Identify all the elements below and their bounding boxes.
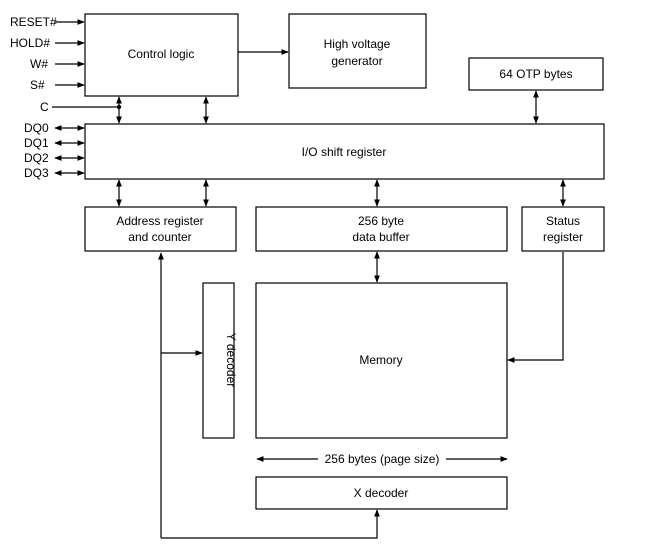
signal-hold-label: HOLD# [10, 36, 50, 50]
page-size-label: 256 bytes (page size) [325, 452, 440, 466]
address-to-x-decoder-arrow [161, 509, 380, 539]
signal-dq2-label: DQ2 [24, 151, 49, 165]
y-decoder-block [202, 282, 235, 439]
signal-c-label: C [40, 100, 49, 114]
control-logic-block [84, 13, 239, 97]
signal-dq0-label: DQ0 [24, 121, 49, 135]
signal-s-label: S# [30, 78, 45, 92]
x-decoder-block [255, 476, 508, 510]
data-buffer-block [255, 206, 508, 252]
signal-dq1-label: DQ1 [24, 136, 49, 150]
data-buffer-label-line1: 256 byte [358, 214, 404, 228]
signal-reset-label: RESET# [10, 15, 57, 29]
status-register-block [521, 206, 605, 252]
high-voltage-generator-block [288, 13, 427, 89]
y-decoder-label: Y decoder [224, 333, 238, 388]
address-register-label-line2: and counter [128, 230, 191, 244]
status-memory-arrow [507, 252, 564, 363]
address-register-block [84, 206, 237, 252]
high-voltage-label-line2: generator [331, 54, 382, 68]
control-logic-label: Control logic [128, 47, 195, 61]
address-register-label-line1: Address register [116, 214, 203, 228]
x-decoder-label: X decoder [354, 486, 409, 500]
io-shift-register-block [84, 123, 605, 180]
otp-bytes-block [468, 57, 604, 91]
memory-block [255, 282, 508, 439]
status-register-label-line1: Status [546, 214, 580, 228]
data-buffer-label-line2: data buffer [352, 230, 409, 244]
otp-bytes-label: 64 OTP bytes [499, 67, 572, 81]
memory-label: Memory [359, 353, 402, 367]
high-voltage-label-line1: High voltage [324, 37, 391, 51]
io-shift-register-label: I/O shift register [302, 145, 387, 159]
signal-w-label: W# [30, 57, 48, 71]
signal-dq3-label: DQ3 [24, 166, 49, 180]
status-register-label-line2: register [543, 230, 583, 244]
